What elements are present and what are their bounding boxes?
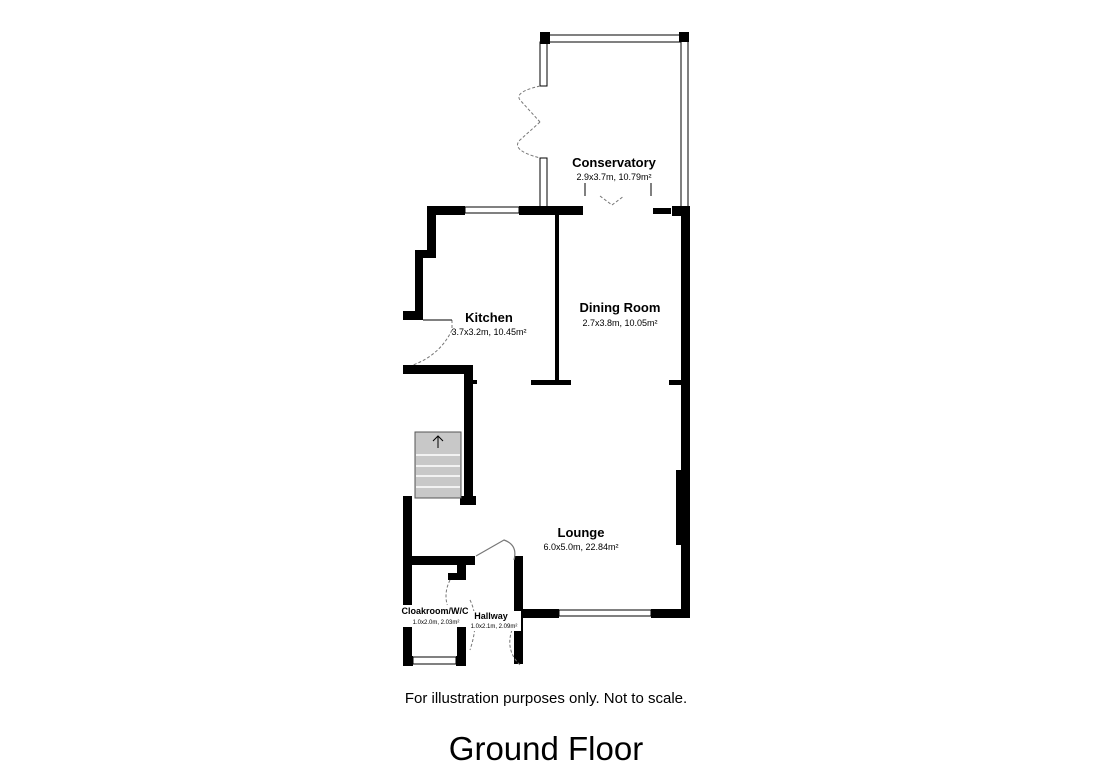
- partition-wall: [472, 210, 571, 385]
- room-dims: 1.0x2.0m, 2.03m²: [413, 620, 460, 626]
- floor-title: Ground Floor: [448, 730, 644, 767]
- room-dims: 3.7x3.2m, 10.45m²: [451, 327, 526, 337]
- internal-doors: [445, 539, 521, 666]
- disclaimer-text: For illustration purposes only. Not to s…: [404, 690, 688, 707]
- room-dims: 6.0x5.0m, 22.84m²: [543, 542, 618, 552]
- room-label-conservatory: Conservatory 2.9x3.7m, 10.79m²: [572, 155, 657, 182]
- conservatory-frame: [517, 32, 689, 214]
- room-name: Lounge: [558, 525, 605, 540]
- staircase: [414, 431, 462, 499]
- room-name: Hallway: [474, 611, 508, 621]
- room-name: Conservatory: [572, 155, 657, 170]
- room-label-lounge: Lounge 6.0x5.0m, 22.84m²: [543, 525, 618, 552]
- room-label-kitchen: Kitchen 3.7x3.2m, 10.45m²: [451, 310, 526, 337]
- room-name: Kitchen: [465, 310, 513, 325]
- room-label-cloakroom: Cloakroom/W/C 1.0x2.0m, 2.03m²: [401, 605, 469, 627]
- up-arrow-icon: [432, 435, 444, 448]
- room-name: Cloakroom/W/C: [401, 606, 469, 616]
- room-label-dining-room: Dining Room 2.7x3.8m, 10.05m²: [580, 300, 661, 328]
- room-dims: 1.0x2.1m, 2.09m²: [471, 624, 518, 630]
- room-dims: 2.9x3.7m, 10.79m²: [576, 172, 651, 182]
- room-dims: 2.7x3.8m, 10.05m²: [582, 318, 657, 328]
- room-label-hallway: Hallway 1.0x2.1m, 2.09m²: [468, 611, 521, 631]
- room-name: Dining Room: [580, 300, 661, 315]
